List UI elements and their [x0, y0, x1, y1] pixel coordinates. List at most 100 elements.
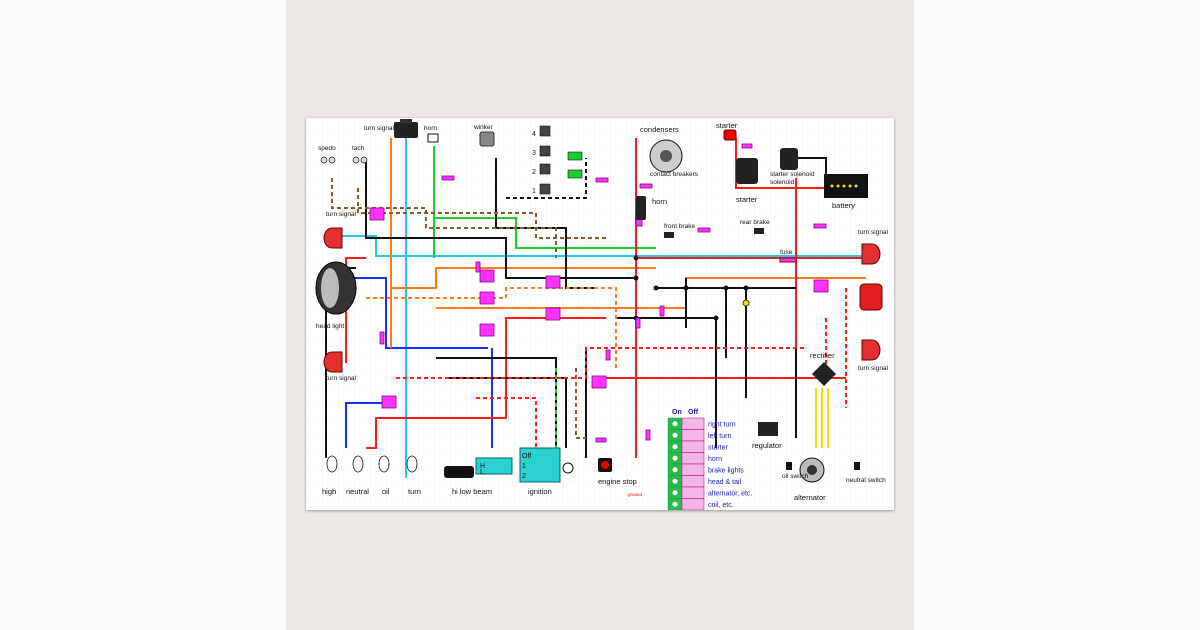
table-row-label: brake lights	[708, 468, 744, 475]
svg-text:Off: Off	[688, 409, 699, 416]
starter-solenoid: starter solenoid solenoid	[770, 148, 815, 186]
svg-text:horn: horn	[424, 125, 437, 132]
svg-text:turn signal: turn signal	[858, 365, 889, 372]
svg-text:fuse: fuse	[780, 249, 793, 256]
svg-text:condensers: condensers	[640, 125, 679, 134]
turn-signal-left: turn signal	[323, 211, 357, 249]
table-row-label: coil, etc.	[708, 502, 734, 509]
winker-relay: winker	[473, 124, 495, 147]
indicator-bulbs	[326, 455, 418, 473]
table-row-label: alternator, etc.	[708, 491, 752, 498]
table-off-cell	[681, 463, 705, 476]
table-off-cell	[681, 486, 705, 499]
svg-text:regulator: regulator	[752, 441, 782, 450]
table-off-cell	[681, 475, 705, 488]
turn-signal-top: turn signal	[364, 119, 418, 138]
table-off-cell	[681, 498, 705, 510]
label-oil: oil	[382, 487, 390, 496]
tail-light	[859, 283, 883, 311]
svg-text:turn signal: turn signal	[364, 125, 395, 132]
table-row-label: right turn	[708, 422, 736, 429]
svg-text:head light: head light	[316, 323, 344, 330]
svg-text:spedo: spedo	[318, 145, 336, 152]
svg-text:alternator: alternator	[794, 493, 826, 502]
neutral-switch: neutral switch	[846, 462, 886, 484]
battery: battery	[824, 174, 868, 210]
svg-text:1: 1	[522, 463, 526, 470]
right-background	[914, 0, 1200, 630]
table-row-label: horn	[708, 456, 722, 463]
junction-dots	[633, 255, 750, 321]
turn-signal-left-low: turn signal	[323, 351, 357, 382]
table-on-dot	[672, 455, 678, 461]
table-on-dot	[672, 490, 678, 496]
svg-text:turn signal: turn signal	[326, 211, 357, 218]
turn-signal-right: turn signal	[858, 229, 889, 265]
condensers: condensers contact breakers	[640, 125, 699, 178]
svg-text:engine stop: engine stop	[598, 477, 637, 486]
svg-text:solenoid: solenoid	[770, 179, 795, 186]
contact-breaker-points: 4 3 2 1	[532, 125, 583, 195]
svg-text:starter: starter	[716, 121, 738, 130]
starter-motor: starter	[736, 158, 758, 204]
svg-text:4: 4	[532, 131, 536, 138]
table-on-dot	[672, 501, 678, 507]
table-off-cell	[681, 429, 705, 442]
wiring-diagram: turn signal horn winker spedo tach turn …	[306, 118, 894, 510]
label-turn: turn	[408, 487, 421, 496]
svg-text:On: On	[672, 409, 682, 416]
table-on-dot	[672, 432, 678, 438]
svg-text:Off: Off	[522, 453, 531, 460]
svg-text:rear brake: rear brake	[740, 219, 770, 226]
svg-text:rectifier: rectifier	[810, 351, 835, 360]
ignition-switch: Off 1 2 ignition	[519, 447, 574, 496]
head-light: head light	[315, 261, 357, 330]
horn-mid: horn	[636, 196, 667, 220]
fuse: fuse	[779, 249, 797, 263]
table-on-dot	[672, 421, 678, 427]
svg-text:winker: winker	[473, 124, 494, 131]
table-on-dot	[672, 467, 678, 473]
starter-button: starter	[716, 121, 738, 141]
svg-text:starter solenoid: starter solenoid	[770, 171, 815, 178]
svg-text:front brake: front brake	[664, 223, 695, 230]
turn-signal-right-low: turn signal	[858, 339, 889, 372]
label-neutral: neutral	[346, 487, 369, 496]
horn-top: horn	[424, 125, 439, 143]
svg-text:horn: horn	[652, 197, 667, 206]
label-high: high	[322, 487, 336, 496]
table-on-dot	[672, 444, 678, 450]
hi-low-beam-switch: HL hi low beam	[444, 457, 513, 496]
regulator: regulator	[752, 422, 782, 450]
svg-text:1: 1	[532, 188, 536, 195]
table-row-label: starter	[708, 445, 729, 452]
svg-text:battery: battery	[832, 201, 855, 210]
svg-text:oil switch: oil switch	[782, 473, 809, 480]
svg-text:L: L	[480, 469, 484, 476]
svg-text:turn signal: turn signal	[326, 375, 357, 382]
front-brake-switch: front brake	[664, 223, 695, 238]
rectifier: rectifier	[810, 351, 836, 386]
svg-text:starter: starter	[736, 195, 758, 204]
svg-text:2: 2	[522, 473, 526, 480]
table-row-label: head & tail	[708, 479, 742, 486]
svg-text:turn signal: turn signal	[858, 229, 889, 236]
table-off-cell	[681, 417, 705, 430]
gauge-lamps: spedo tach	[318, 145, 368, 164]
svg-text:neutral switch: neutral switch	[846, 477, 886, 484]
left-background	[0, 0, 286, 630]
svg-text:hi low beam: hi low beam	[452, 487, 492, 496]
table-on-dot	[672, 478, 678, 484]
svg-text:H: H	[480, 463, 485, 470]
oil-switch: oil switch	[782, 462, 809, 480]
table-off-cell	[681, 440, 705, 453]
ground-label: ground	[628, 492, 643, 497]
svg-text:tach: tach	[352, 145, 365, 152]
svg-text:contact breakers: contact breakers	[650, 171, 699, 178]
svg-text:3: 3	[532, 150, 536, 157]
table-off-cell	[681, 452, 705, 465]
svg-text:ignition: ignition	[528, 487, 552, 496]
engine-stop-switch: engine stop	[598, 458, 637, 486]
connector-blocks	[369, 143, 829, 443]
